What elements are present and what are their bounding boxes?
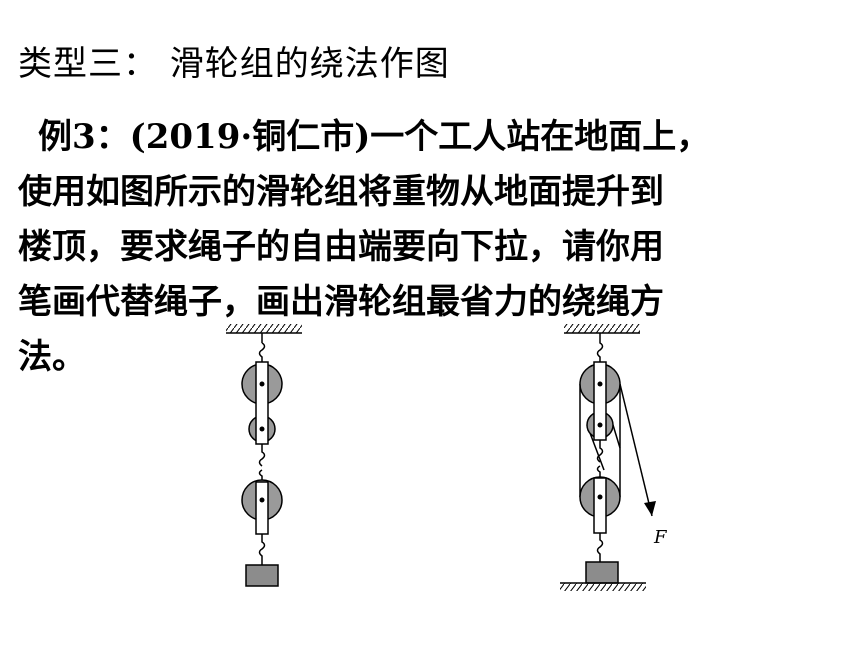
right-movable-hook (596, 465, 601, 478)
right-pulley-diagram: F (560, 324, 668, 591)
right-ground-hatch (560, 583, 646, 591)
force-label: F (653, 527, 668, 548)
left-weight (245, 564, 279, 587)
left-weight-hook (258, 534, 266, 565)
problem-line-2: 使用如图所示的滑轮组将重物从地面提升到 (18, 172, 664, 212)
left-ceiling-hatch (226, 324, 302, 333)
left-movable-hook (258, 469, 263, 482)
right-ceiling-hatch (564, 324, 640, 333)
right-middle-hook (596, 440, 604, 463)
left-fixed-pulley-block (241, 361, 283, 445)
problem-line-1: 例3：(2019·铜仁市)一个工人站在地面上， (38, 117, 711, 157)
right-top-hook (596, 333, 604, 362)
right-movable-pulley (579, 476, 621, 534)
left-middle-hook (258, 444, 266, 467)
problem-line-4: 笔画代替绳子，画出滑轮组最省力的绕绳方 (18, 282, 664, 322)
right-fixed-pulley-block (579, 361, 621, 441)
problem-line-5: 法。 (18, 337, 86, 377)
left-pulley-diagram (226, 324, 302, 587)
right-weight (585, 561, 619, 584)
problem-text: 例3：(2019·铜仁市)一个工人站在地面上， 使用如图所示的滑轮组将重物从地面… (18, 110, 848, 385)
left-movable-pulley (241, 479, 283, 535)
left-top-hook (258, 333, 266, 362)
slide-title: 类型三： 滑轮组的绕法作图 (18, 44, 450, 84)
force-arrow-icon (644, 501, 656, 516)
right-weight-hook (596, 533, 604, 562)
problem-line-3: 楼顶，要求绳子的自由端要向下拉，请你用 (18, 227, 664, 267)
